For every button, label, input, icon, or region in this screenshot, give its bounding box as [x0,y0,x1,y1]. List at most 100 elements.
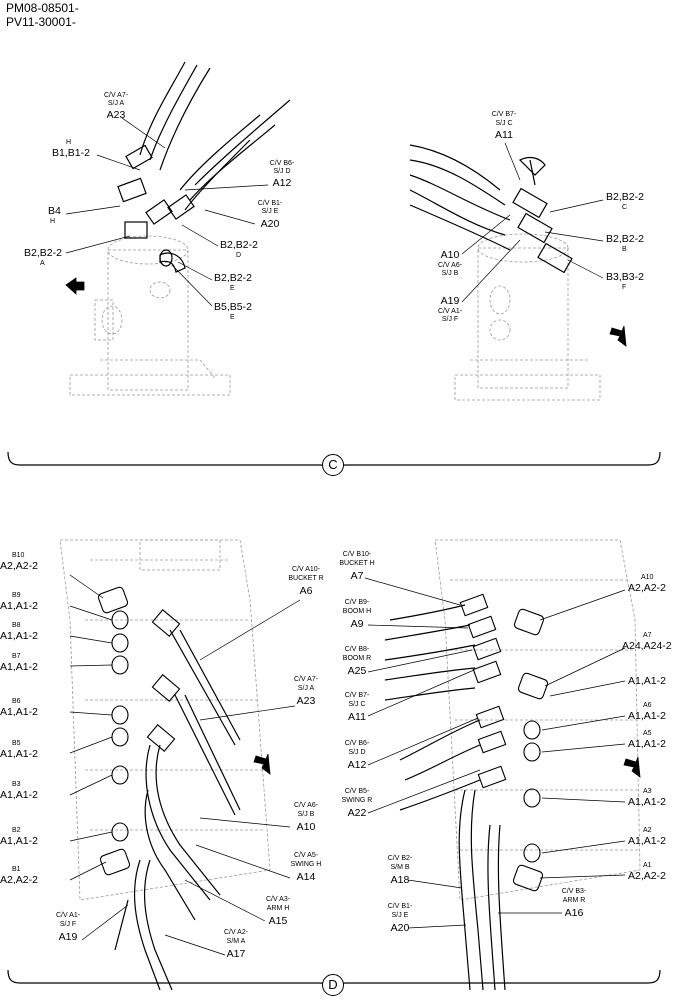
callout-d-a15-sub: C/V A3- [265,896,291,903]
callout-c-b2d: B2,B2-2 [220,239,258,251]
callout-d-a16-sub2: ARM R [562,897,586,904]
callout-d-a16-sub: C/V B3- [561,888,587,895]
callout-c-b2a: B2,B2-2 [24,247,62,259]
view-c-right-hoses [409,144,573,274]
callout-d-a10r: A2,A2-2 [628,582,666,594]
callout-c-b5-sub: E [230,314,235,321]
callout-d-b1: A2,A2-2 [0,874,38,886]
callout-d-b10: A2,A2-2 [0,560,38,572]
callout-d-a10: A10 [296,821,316,833]
callout-d-a20-sub2: S/J E [391,912,409,919]
callout-d-a6r-sub: A6 [643,702,652,709]
callout-d-a9-sub2: BOOM H [342,608,372,615]
callout-d-b7-sub: B7 [12,653,21,660]
view-d-left-control-valve [59,539,271,901]
callout-d-a7r: A24,A24-2 [622,640,672,652]
callout-c-b2b-sub: B [622,246,627,253]
callout-c-a12-sub2: S/J D [273,168,291,175]
callout-d-a6r: A1,A1-2 [628,710,666,722]
callout-d-a6: A6 [299,585,313,597]
callout-d-a14-sub2: SWING H [290,861,322,868]
callout-d-a19-sub: C/V A1- [55,912,81,919]
callout-d-a15: A15 [268,915,288,927]
view-d-left-hoses [114,629,241,991]
callout-d-a3r-sub: A3 [643,788,652,795]
callout-d-a10r-sub: A10 [641,574,654,581]
callout-c-a19-sub: C/V A1- [437,308,463,315]
header-serial-line-1: PM08-08501- [6,1,79,15]
callout-d-b8: A1,A1-2 [0,630,38,642]
callout-d-a12: A12 [347,759,367,771]
callout-d-b5-sub: B5 [12,740,21,747]
callout-c-b3: B3,B3-2 [606,271,644,283]
callout-d-a14: A14 [296,871,316,883]
callout-d-a19-sub2: S/J F [59,921,77,928]
callout-d-a10-sub: C/V A6- [293,802,319,809]
callout-d-a25: A25 [347,665,367,677]
view-d-leader-lines [69,574,626,956]
callout-c-a10: A10 [440,249,460,261]
callout-d-a7-sub2: BUCKET H [339,560,375,567]
callout-c-a23-sub2: S/J A [107,100,125,107]
callout-d-a7: A7 [350,570,364,582]
callout-c-a11: A11 [495,129,513,141]
callout-d-a1rb-sub: A1 [643,862,652,869]
view-c-letter: C [322,454,344,476]
view-c-leader-lines [65,117,604,307]
callout-c-a11-sub2: S/J C [495,120,513,127]
callout-d-a22-sub2: SWING R [341,797,373,804]
callout-c-a10-sub: C/V A6- [437,262,463,269]
callout-c-b2d-sub: D [236,252,242,259]
callout-d-a11-sub: C/V B7- [344,692,370,699]
callout-d-a18-sub2: S/M B [390,864,410,871]
callout-c-b2a-sub: A [40,260,45,267]
callout-d-a7r-sub: A7 [643,632,652,639]
callout-d-b7: A1,A1-2 [0,661,38,673]
callout-d-a18-sub: C/V B2- [387,855,413,862]
callout-c-b1: B1,B1-2 [52,147,90,159]
callout-d-b6-sub: B6 [12,698,21,705]
view-c-left-swivel-joint [69,235,231,396]
callout-d-a1r: A1,A1-2 [628,675,666,687]
callout-c-a20-sub2: S/J E [261,208,279,215]
callout-d-b9-sub: B9 [12,592,21,599]
callout-d-a6-sub: C/V A10- [291,566,320,573]
callout-d-b3-sub: B3 [12,781,21,788]
callout-d-a17: A17 [226,948,246,960]
callout-c-b4-sub: H [50,218,56,225]
callout-c-b2c-sub: C [622,204,628,211]
callout-c-a20: A20 [260,218,280,230]
callout-d-b6: A1,A1-2 [0,706,38,718]
callout-c-a20-sub: C/V B1- [257,200,283,207]
callout-c-a11-sub: C/V B7- [491,111,517,118]
callout-d-a25-sub2: BOOM R [342,655,372,662]
callout-d-a22: A22 [347,807,367,819]
callout-d-a6-sub2: BUCKET R [288,575,324,582]
callout-c-a23: A23 [106,109,126,121]
callout-d-a25-sub: C/V B8- [344,646,370,653]
callout-d-b9: A1,A1-2 [0,600,38,612]
callout-c-b2c: B2,B2-2 [606,191,644,203]
callout-c-a19-sub2: S/J F [441,316,459,323]
callout-d-a23-sub: C/V A7- [293,676,319,683]
callout-d-a2r: A1,A1-2 [628,835,666,847]
callout-d-a5r: A1,A1-2 [628,738,666,750]
callout-d-a22-sub: C/V B5- [344,788,370,795]
callout-d-a23: A23 [296,695,316,707]
view-c-left-hoses [117,61,291,273]
callout-d-a5r-sub: A5 [643,730,652,737]
callout-d-a16: A16 [564,907,584,919]
arrow-icon-d-left [253,753,271,775]
callout-c-a10-sub2: S/J B [441,270,459,277]
callout-d-a10-sub2: S/J B [297,811,315,818]
callout-c-b5: B5,B5-2 [214,301,252,313]
callout-d-a11: A11 [348,711,366,723]
callout-d-a17-sub2: S/M A [226,938,246,945]
view-d-right-hoses [384,604,506,991]
callout-d-a23-sub2: S/J A [297,685,315,692]
callout-d-a9-sub: C/V B9- [344,599,370,606]
callout-c-b2e-sub: E [230,285,235,292]
callout-c-a19: A19 [440,295,460,307]
